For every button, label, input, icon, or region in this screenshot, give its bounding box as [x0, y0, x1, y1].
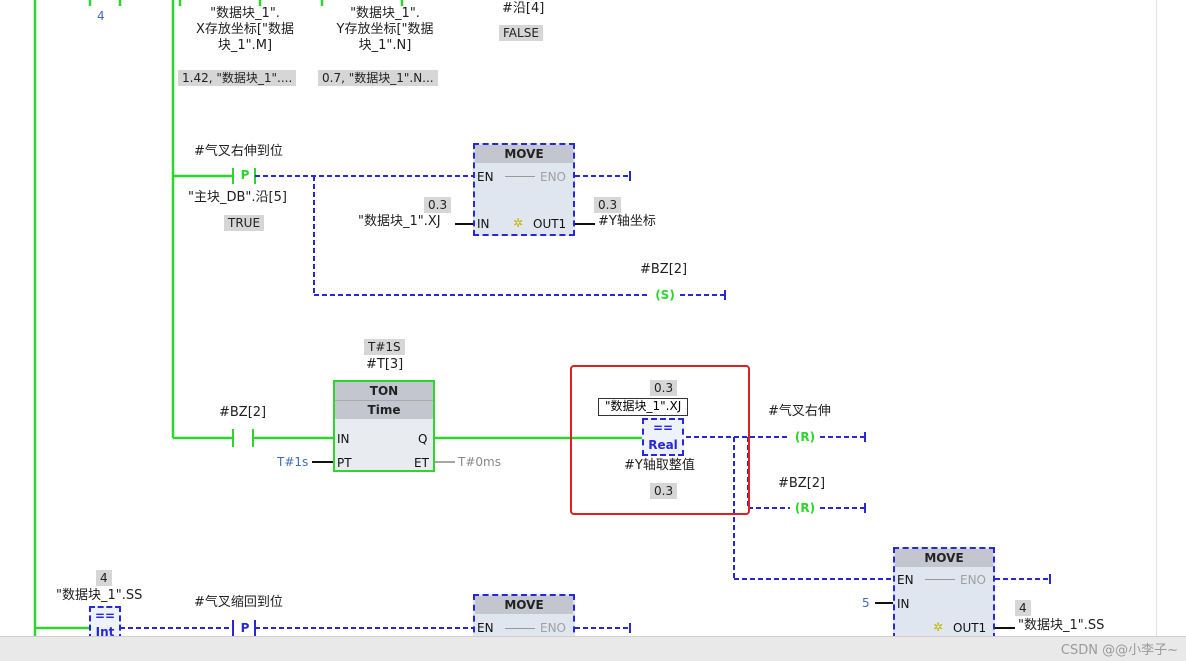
ton-et-pin: ET	[414, 456, 429, 470]
move-block-2-title: MOVE	[895, 549, 993, 567]
cmp-top-operand[interactable]: "数据块_1".XJ	[598, 398, 689, 416]
move-1-eno-pin: ENO	[540, 170, 567, 184]
move-block-1-title: MOVE	[475, 145, 573, 163]
move-2-out-operand[interactable]: "数据块_1".SS	[1018, 618, 1105, 633]
move-1-en-eno-line	[505, 176, 535, 177]
cmp-type: Real	[648, 438, 678, 452]
reset-coil-1-symbol[interactable]: (R)	[794, 430, 816, 444]
cmp-bottom-operand[interactable]: #Y轴取整值	[624, 458, 695, 473]
sparkle-icon: ✲	[513, 216, 524, 230]
timer-instance-operand[interactable]: #T[3]	[366, 357, 404, 372]
move-2-in-pin: IN	[897, 597, 910, 611]
reset-coil-bz2-label[interactable]: #BZ[2]	[778, 476, 826, 491]
move-1-out-operand[interactable]: #Y轴坐标	[598, 214, 656, 229]
move-2-eno-pin: ENO	[960, 573, 987, 587]
compare-int-box[interactable]	[89, 606, 121, 640]
edge5-value: TRUE	[224, 215, 265, 231]
move-2-out-value: 4	[1015, 600, 1031, 616]
highlight-red-box	[570, 365, 750, 515]
edge4-value: FALSE	[499, 25, 543, 41]
ton-title: TON	[335, 382, 433, 400]
reset-coil-2-symbol[interactable]: (R)	[794, 501, 816, 515]
ton-subtitle: Time	[335, 400, 433, 419]
top-number-value: 4	[97, 9, 105, 23]
edge5-operand[interactable]: "主块_DB".沿[5]	[188, 190, 287, 205]
move-3-en-pin: EN	[477, 621, 494, 635]
y-store-value: 0.7, "数据块_1".N...	[318, 70, 438, 86]
cmp-operator: ==	[652, 421, 674, 435]
move-1-out1-pin: OUT1	[533, 217, 567, 231]
move-1-en-pin: EN	[477, 170, 494, 184]
y-store-operand[interactable]: "数据块_1". Y存放坐标["数据 块_1".N]	[336, 6, 434, 53]
ton-q-pin: Q	[418, 432, 428, 446]
horizontal-scrollbar[interactable]	[0, 636, 1186, 661]
move-1-in-pin: IN	[477, 217, 490, 231]
cmp-int-operator: ==	[94, 609, 116, 623]
move-1-in-operand[interactable]: "数据块_1".XJ	[358, 214, 441, 229]
positive-edge-contact-2-symbol[interactable]: P	[240, 621, 250, 635]
move-2-en-pin: EN	[897, 573, 914, 587]
sparkle-icon: ✲	[933, 620, 944, 634]
move-2-en-eno-line	[925, 579, 955, 580]
contact-qicha-youshen-daowei-label[interactable]: #气叉右伸到位	[194, 144, 283, 159]
ton-pt-value[interactable]: T#1s	[277, 455, 309, 469]
csdn-watermark: CSDN @@小李子~	[1060, 643, 1178, 658]
positive-edge-contact-symbol[interactable]: P	[240, 168, 250, 182]
set-coil-symbol[interactable]: (S)	[655, 288, 675, 302]
x-store-operand[interactable]: "数据块_1". X存放坐标["数据 块_1".M]	[196, 6, 294, 53]
set-coil-bz2-label[interactable]: #BZ[2]	[640, 262, 688, 277]
move-block-2[interactable]: MOVE	[893, 547, 995, 639]
edge4-operand[interactable]: #沿[4]	[502, 1, 545, 16]
move-3-en-eno-line	[505, 628, 535, 629]
contact-bz2-label[interactable]: #BZ[2]	[219, 405, 267, 420]
vertical-scrollbar[interactable]	[1156, 0, 1186, 636]
cmp-int-value: 4	[96, 570, 112, 586]
ton-pt-pin: PT	[337, 456, 352, 470]
move-2-out1-pin: OUT1	[953, 621, 987, 635]
cmp-bottom-value: 0.3	[650, 483, 678, 499]
cmp-top-value: 0.3	[650, 380, 678, 396]
move-1-out-value: 0.3	[594, 197, 622, 213]
ton-in-pin: IN	[337, 432, 350, 446]
timer-preset-value: T#1S	[364, 339, 405, 355]
reset-coil-qicha-youshen-label[interactable]: #气叉右伸	[768, 404, 831, 419]
move-block-1[interactable]: MOVE	[473, 143, 575, 236]
move-block-3-title: MOVE	[475, 596, 573, 614]
move-3-eno-pin: ENO	[540, 621, 567, 635]
contact-qicha-suohui-daowei-label[interactable]: #气叉缩回到位	[194, 595, 283, 610]
move-1-in-value: 0.3	[424, 197, 452, 213]
move-2-in-value[interactable]: 5	[862, 596, 870, 610]
x-store-value: 1.42, "数据块_1"....	[178, 70, 297, 86]
cmp-int-operand[interactable]: "数据块_1".SS	[56, 588, 143, 603]
ton-timer-block[interactable]: TON Time	[333, 380, 435, 472]
ton-et-value[interactable]: T#0ms	[458, 455, 501, 469]
compare-real-box[interactable]	[642, 418, 684, 456]
cmp-int-type: Int	[95, 625, 115, 639]
